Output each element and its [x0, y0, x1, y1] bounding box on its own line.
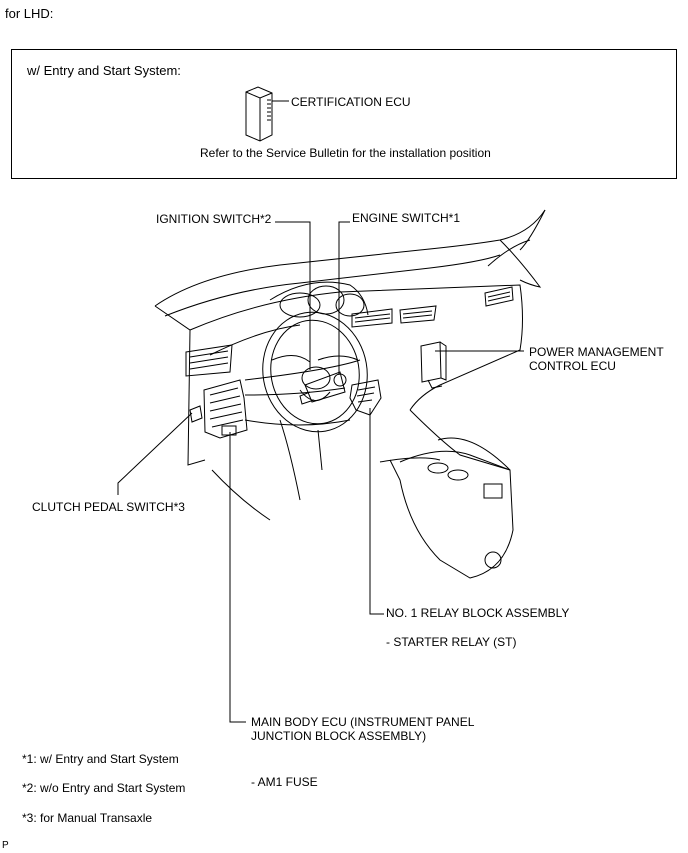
left-air-vent [185, 344, 233, 377]
header-label: for LHD: [5, 6, 54, 21]
center-console [389, 409, 514, 579]
leader-main-body [229, 432, 246, 723]
leader-relay-block [369, 408, 384, 615]
junction-block-part [203, 379, 248, 439]
corner-mark: P [2, 840, 9, 851]
certification-ecu-icon [245, 86, 289, 142]
clutch-pedal-switch-part [189, 405, 203, 423]
power-management-label-line2: CONTROL ECU [529, 359, 616, 373]
leader-ignition-switch [275, 221, 311, 370]
power-management-ecu-part [420, 341, 447, 389]
am1-fuse-label: - AM1 FUSE [251, 775, 318, 789]
power-management-label-line1: POWER MANAGEMENT [529, 345, 664, 359]
engine-switch-label: ENGINE SWITCH*1 [352, 211, 461, 225]
inset-note: Refer to the Service Bulletin for the in… [200, 146, 491, 160]
footnote-3: *3: for Manual Transaxle [22, 811, 153, 825]
leader-clutch-pedal [117, 412, 193, 495]
leader-engine-switch [338, 221, 350, 375]
inset-box [11, 49, 677, 179]
main-body-ecu-label-line2: JUNCTION BLOCK ASSEMBLY) [251, 729, 427, 743]
a-pillar [499, 239, 542, 288]
center-air-vents [351, 305, 437, 328]
ignition-switch-label: IGNITION SWITCH*2 [156, 212, 272, 226]
steering-wheel [262, 311, 368, 471]
main-body-ecu-label-line1: MAIN BODY ECU (INSTRUMENT PANEL [251, 715, 475, 729]
inset-heading: w/ Entry and Start System: [27, 63, 181, 78]
certification-ecu-label: CERTIFICATION ECU [291, 95, 411, 109]
ignition-switch-part [299, 371, 347, 405]
footnote-2: *2: w/o Entry and Start System [22, 781, 186, 795]
meter-hood [269, 281, 369, 316]
relay-block-label: NO. 1 RELAY BLOCK ASSEMBLY [386, 606, 570, 620]
dashboard-outline [154, 284, 523, 411]
footnote-1: *1: w/ Entry and Start System [22, 752, 179, 766]
clutch-pedal-switch-label: CLUTCH PEDAL SWITCH*3 [32, 500, 185, 514]
right-air-vent [484, 286, 514, 307]
windshield-outline [154, 209, 546, 307]
starter-relay-label: - STARTER RELAY (ST) [386, 635, 517, 649]
